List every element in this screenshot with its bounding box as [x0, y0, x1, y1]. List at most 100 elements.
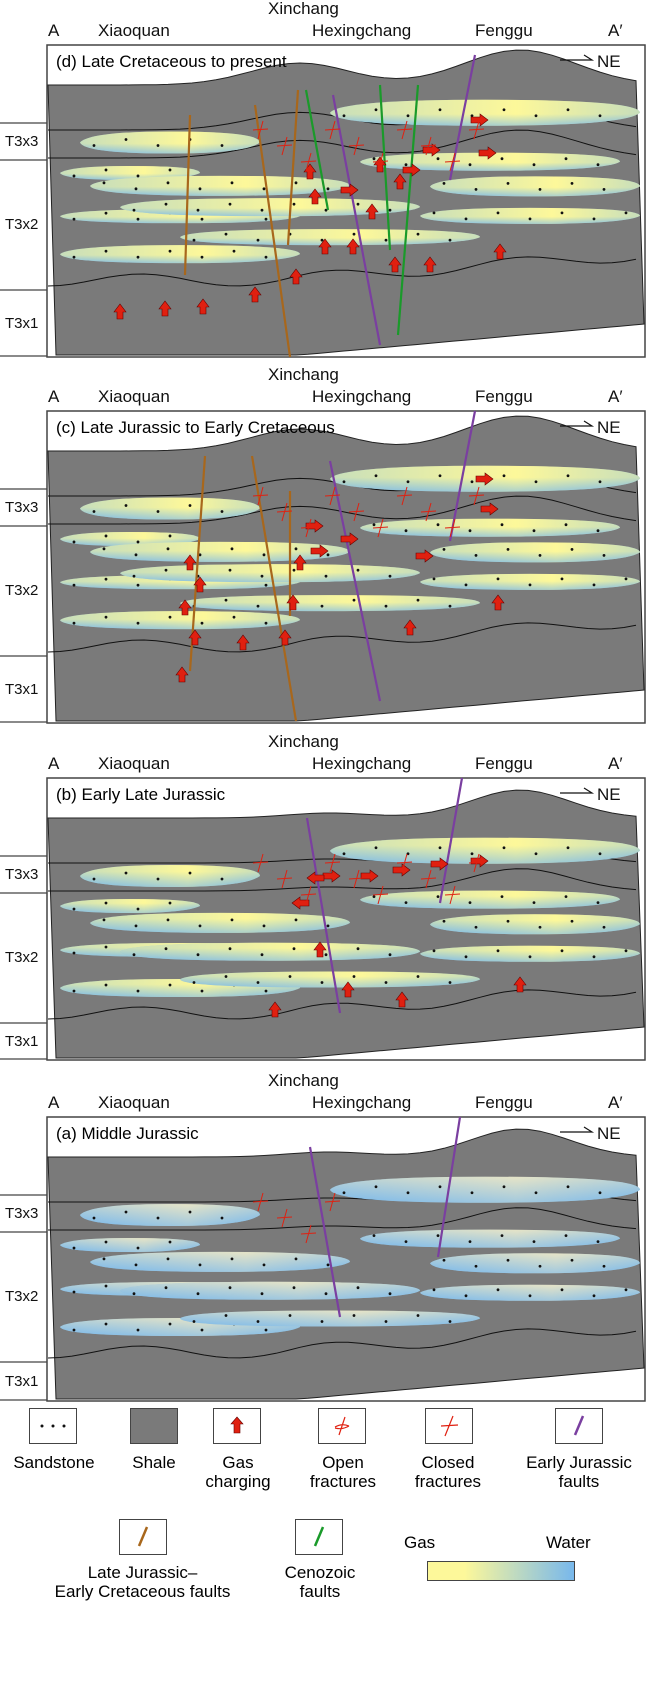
location-label: Xiaoquan	[98, 1093, 170, 1112]
location-label: Fenggu	[475, 754, 533, 773]
sandstone-lens-fill	[180, 1310, 480, 1327]
sandstone-dot	[166, 547, 170, 551]
sandstone-dot	[136, 255, 140, 259]
gas-charging-arrow	[248, 286, 262, 303]
strata-label: T3x2	[5, 582, 39, 599]
sandstone-dot	[500, 895, 504, 899]
location-label: Fenggu	[475, 1093, 533, 1112]
sandstone-lens-fill	[180, 595, 480, 612]
sandstone-dot	[560, 577, 564, 581]
t3x1-top-boundary	[47, 256, 637, 287]
sandstone-dot	[356, 947, 360, 951]
sandstone-dot	[538, 553, 542, 557]
sandstone-dot	[260, 1292, 264, 1296]
gas-charging-arrow	[318, 238, 332, 255]
sandstone-dot	[442, 1258, 446, 1262]
gas-charging-arrow	[278, 629, 292, 646]
sandstone-dot	[598, 852, 602, 856]
gas-charging-arrow	[286, 594, 300, 611]
sandstone-dot	[432, 1288, 436, 1292]
sandstone-dot	[598, 114, 602, 118]
sandstone-dot	[196, 953, 200, 957]
sandstone-dot	[372, 523, 376, 527]
sandstone-dot	[602, 187, 606, 191]
sandstone-dot	[592, 217, 596, 221]
gas-water-gradient-bar	[427, 1561, 575, 1581]
fracture-mark	[396, 853, 413, 873]
sandstone-dot	[592, 1294, 596, 1298]
legend-sandstone: Sandstone	[13, 1453, 95, 1472]
sandstone-lens-fill	[430, 914, 640, 935]
sandstone-dot	[470, 1191, 474, 1195]
strata-label: T3x1	[5, 1032, 39, 1050]
sandstone-dot	[92, 510, 96, 513]
sandstone-dot	[230, 547, 234, 551]
sandstone-lens-fill	[90, 912, 350, 933]
sandstone-dot	[442, 547, 446, 551]
sandstone-dot	[436, 523, 440, 527]
fracture-mark	[396, 486, 413, 506]
sandstone-dot	[474, 187, 478, 191]
sandstone-dot	[564, 895, 568, 899]
sandstone-dot	[168, 983, 172, 987]
sandstone-dot	[104, 983, 108, 987]
sandstone-dot	[468, 529, 472, 533]
fracture-mark	[444, 152, 461, 172]
sandstone-lens-fill	[360, 152, 620, 171]
sandstone-dot	[260, 208, 264, 212]
sandstone-dot	[92, 144, 96, 147]
sandstone-dot	[262, 553, 266, 557]
panel-title: (b) Early Late Jurassic	[56, 785, 226, 804]
sandstone-dot	[502, 846, 506, 850]
sandstone-dot	[596, 163, 600, 167]
gas-migration-arrow	[470, 113, 489, 127]
sandstone-dot	[602, 553, 606, 557]
sandstone-dot	[156, 510, 160, 513]
sandstone-dot	[200, 621, 204, 625]
strata-label: T3x3	[5, 1204, 39, 1222]
sandstone-dot	[72, 583, 76, 587]
sandstone-dot	[104, 211, 108, 215]
sandstone-dot	[124, 504, 128, 507]
sandstone-dot	[470, 852, 474, 856]
gas-charging-arrow	[395, 991, 409, 1008]
sandstone-dot	[104, 577, 108, 581]
sandstone-lens-fill	[90, 1251, 350, 1272]
sandstone-dot	[598, 1191, 602, 1195]
sandstone-dot	[188, 1210, 192, 1214]
location-label: Fenggu	[475, 21, 533, 40]
sandstone-dot	[168, 615, 172, 619]
legend-closed-fractures-line2: fractures	[414, 1472, 482, 1491]
sandstone-dot	[220, 877, 224, 881]
sandstone-dot	[224, 232, 228, 236]
panel-title: (d) Late Cretaceous to present	[56, 52, 287, 71]
gas-charging-arrow	[303, 163, 317, 180]
sandstone-dot	[228, 568, 232, 572]
sandstone-dot	[256, 981, 260, 984]
sandstone-dot	[388, 953, 392, 957]
gas-migration-arrow	[470, 854, 489, 868]
sandstone-dot	[326, 924, 330, 928]
sandstone-dot	[166, 918, 170, 922]
sandstone-dot	[104, 945, 108, 949]
sandstone-dot	[384, 981, 388, 984]
fracture-mark	[468, 120, 485, 140]
sandstone-dot	[384, 238, 388, 242]
sandstone-dot	[256, 1320, 260, 1323]
gas-charging-arrow	[188, 629, 202, 646]
sandstone-dot	[72, 1328, 76, 1332]
sandstone-dot	[124, 138, 128, 141]
sandstone-dot	[352, 975, 356, 978]
location-label: Xiaoquan	[98, 21, 170, 40]
sandstone-dot	[262, 187, 266, 191]
sandstone-dot	[352, 232, 356, 236]
sandstone-dot	[356, 568, 360, 572]
fracture-mark	[324, 853, 341, 873]
gas-charging-arrow	[308, 188, 322, 205]
sandstone-dot	[224, 598, 228, 602]
location-label: A	[48, 387, 60, 406]
sandstone-dot	[500, 1234, 504, 1238]
gas-charging-arrow	[196, 298, 210, 315]
sandstone-dot	[292, 568, 296, 572]
